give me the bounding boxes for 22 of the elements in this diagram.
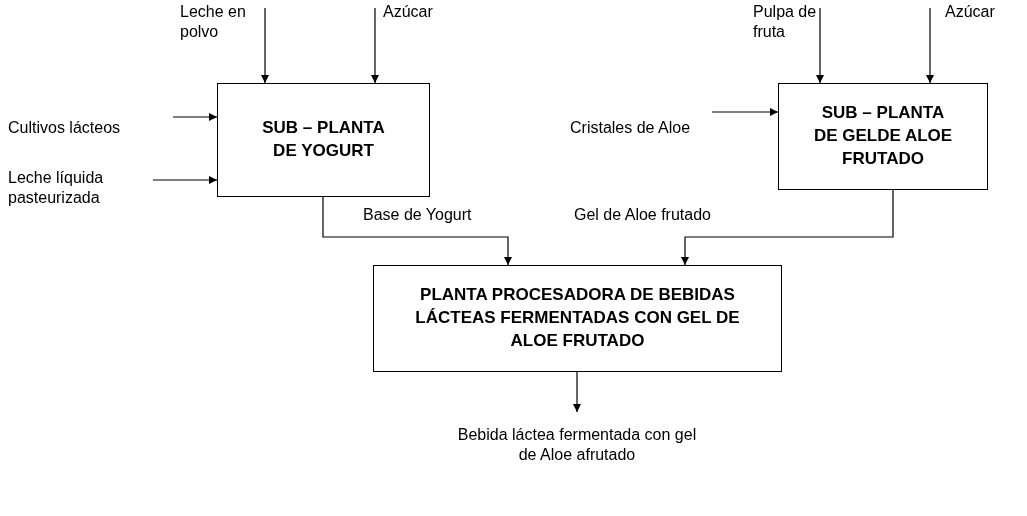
- process-box: SUB – PLANTA DE YOGURT: [217, 83, 430, 197]
- flow-text: Cultivos lácteos: [8, 118, 173, 138]
- arrow: [261, 7, 269, 84]
- arrow: [371, 7, 379, 84]
- flow-text: Bebida láctea fermentada con gel de Aloe afrutado: [452, 425, 702, 465]
- process-box: SUB – PLANTA DE GELDE ALOE FRUTADO: [778, 83, 988, 190]
- arrow: [322, 196, 512, 266]
- process-box: PLANTA PROCESADORA DE BEBIDAS LÁCTEAS FERMENTADAS CON GEL DE ALOE FRUTADO: [373, 265, 782, 372]
- arrow: [152, 176, 218, 184]
- flow-text: Leche en polvo: [180, 2, 260, 42]
- arrow: [573, 371, 581, 413]
- flow-text: Pulpa de fruta: [753, 2, 817, 42]
- flow-text: Leche líquida pasteurizada: [8, 168, 153, 208]
- flow-text: Azúcar: [383, 2, 453, 22]
- arrow: [816, 7, 824, 84]
- arrow: [926, 7, 934, 84]
- arrow: [711, 108, 779, 116]
- arrow: [172, 113, 218, 121]
- arrow: [681, 189, 894, 266]
- edge-label: Base de Yogurt: [363, 205, 472, 225]
- flow-text: Azúcar: [945, 2, 1015, 22]
- flow-text: Cristales de Aloe: [570, 118, 712, 138]
